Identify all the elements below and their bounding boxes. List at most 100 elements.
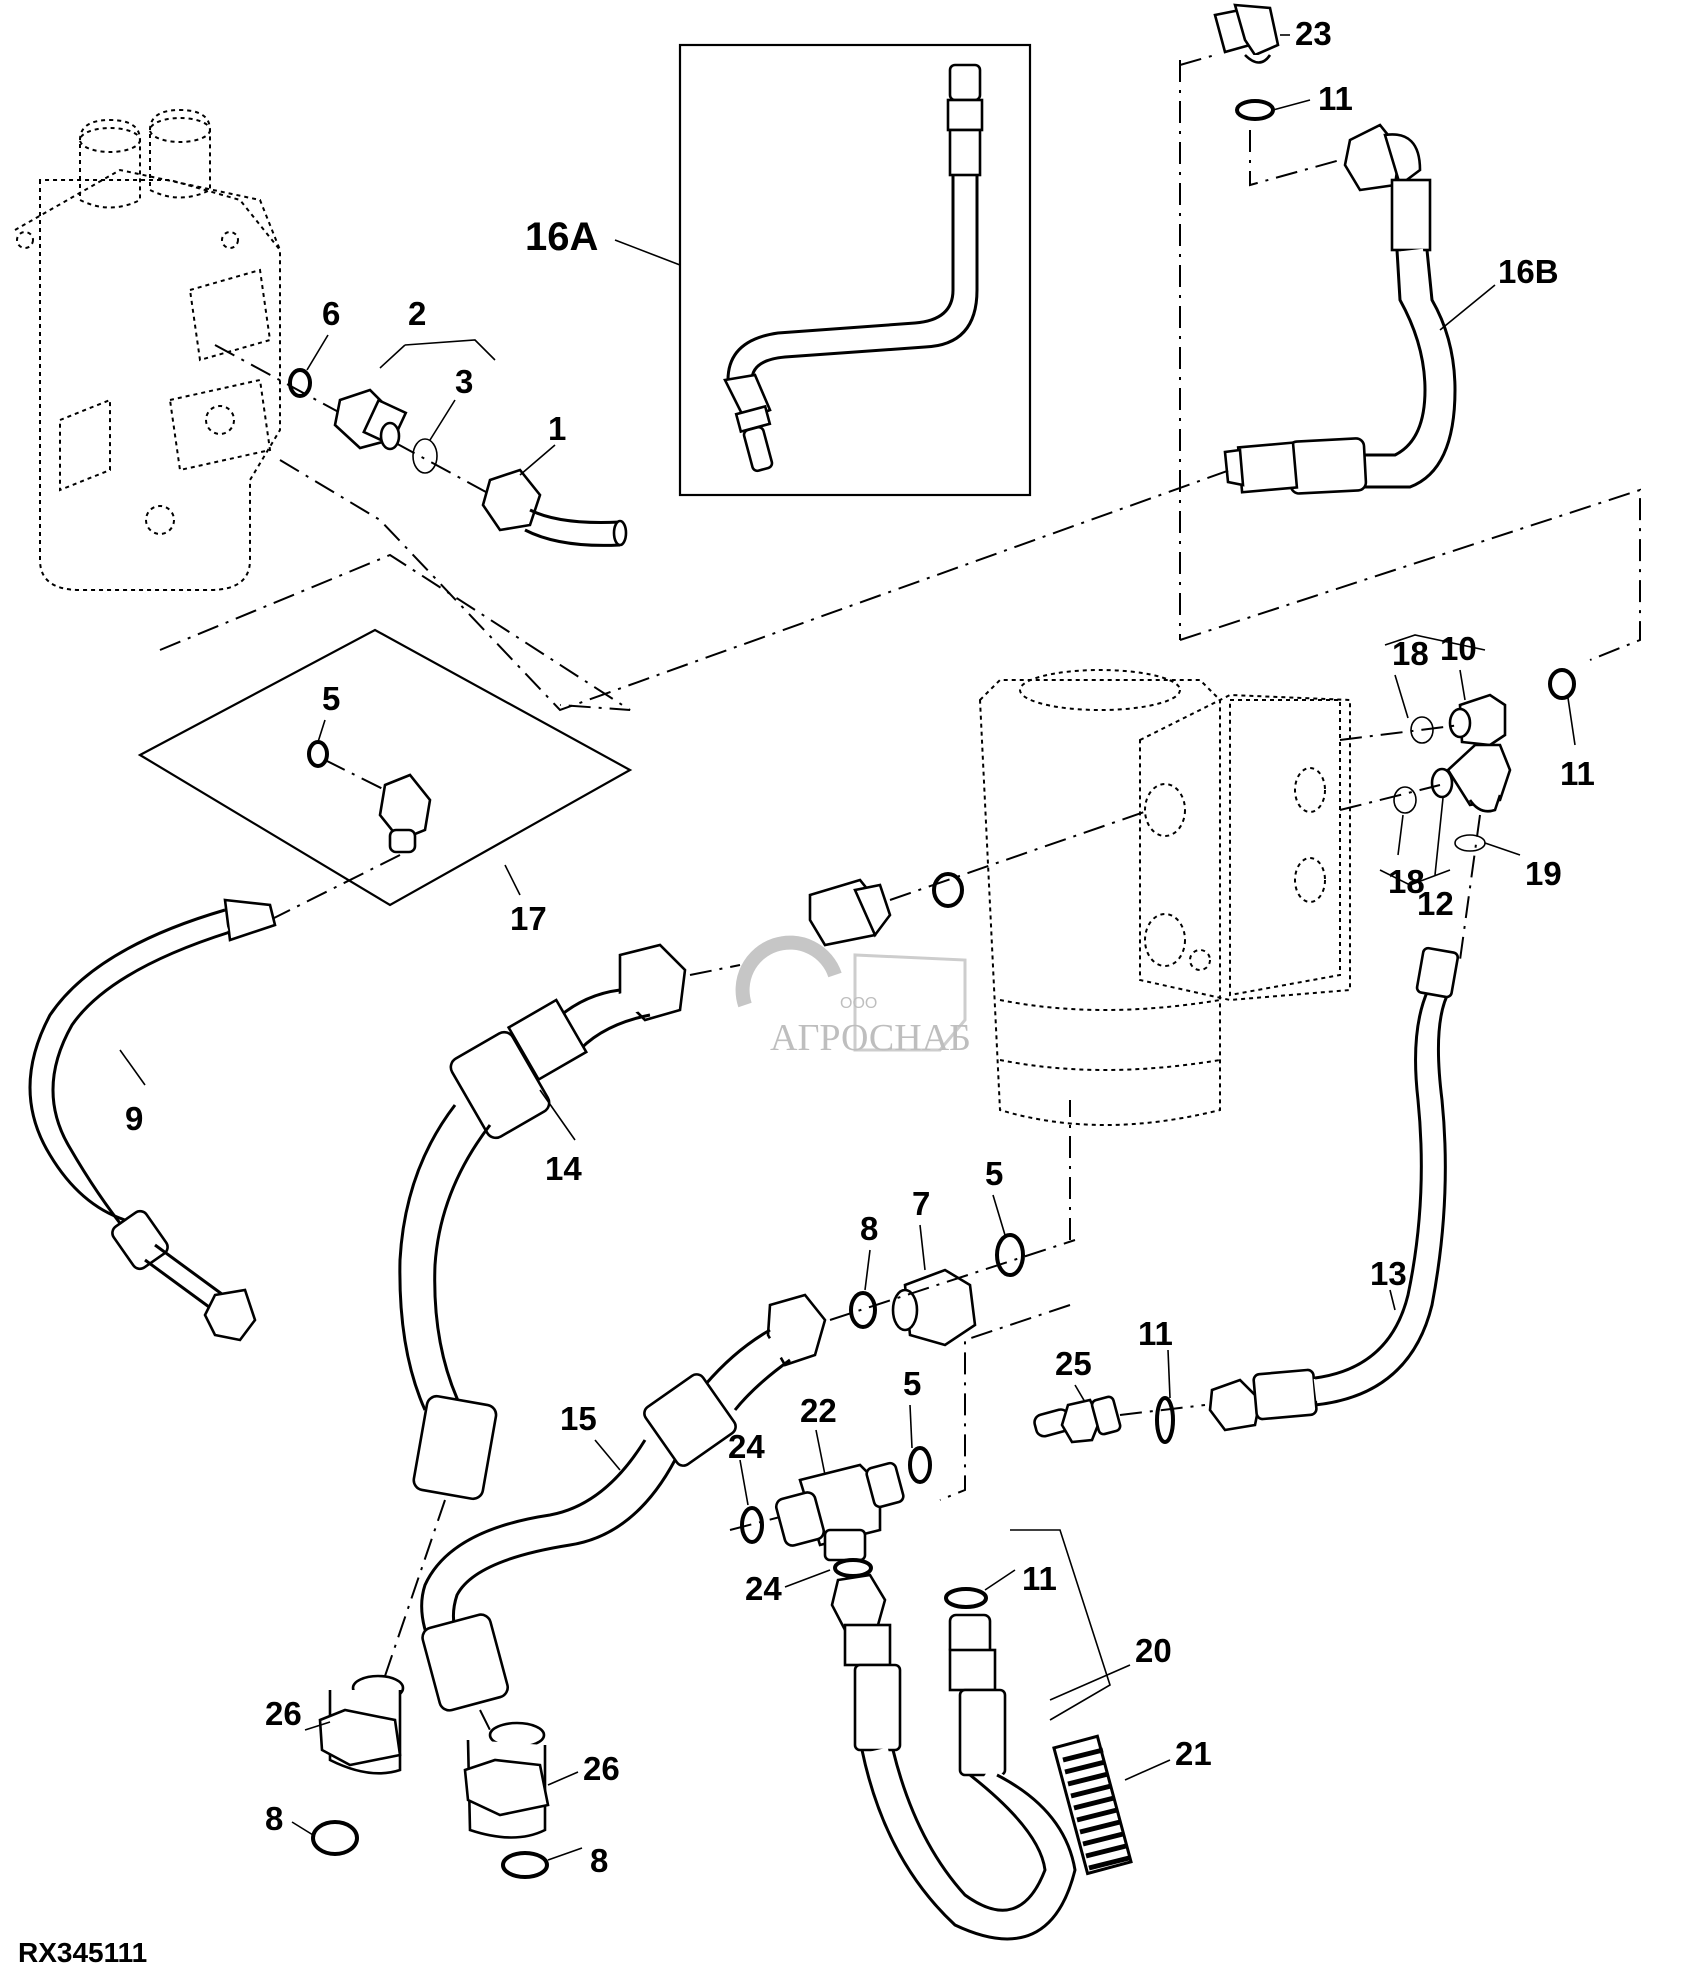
gear-icon [735, 935, 842, 1008]
callout-26-right: 26 [583, 1750, 620, 1787]
tube-elbow-1 [481, 468, 628, 547]
hose-15 [420, 1293, 827, 1712]
o-ring-18-lower [1393, 786, 1417, 814]
callout-19: 19 [1525, 855, 1562, 892]
o-ring-8-left [311, 1820, 359, 1856]
callout-8-left: 8 [265, 1800, 283, 1837]
callout-21: 21 [1175, 1735, 1212, 1772]
axis-line-long [279, 459, 1231, 712]
tee-fitting-22 [774, 1461, 905, 1562]
callout-11-bottom: 11 [1022, 1560, 1057, 1597]
callout-26-left: 26 [265, 1695, 302, 1732]
axis-line-24 [729, 1516, 781, 1531]
o-ring-18-upper [1410, 716, 1434, 744]
figure-id: RX345111 [18, 1937, 147, 1968]
callout-labels: 1 2 3 5 5 5 6 7 8 8 8 9 10 11 11 11 11 1… [125, 15, 1595, 1879]
phantom-valve-left [14, 108, 281, 591]
callout-8-right: 8 [590, 1842, 608, 1879]
axis-line-valve-left [159, 553, 631, 711]
bracket-20 [1010, 1529, 1111, 1721]
elbow-fitting-23 [1213, 3, 1280, 64]
hose-13 [1208, 946, 1460, 1432]
bracket-12 [1379, 869, 1451, 886]
axis-line-7 [829, 1239, 1076, 1321]
callout-10: 10 [1440, 630, 1477, 667]
fitting-10 [1448, 693, 1507, 747]
callout-22: 22 [800, 1392, 837, 1429]
callout-11-right: 11 [1560, 755, 1595, 792]
callout-23: 23 [1295, 15, 1332, 52]
o-ring-11-mid [1155, 1396, 1175, 1444]
combine-harvester-icon [853, 953, 967, 1052]
callout-5-mid: 5 [985, 1155, 1003, 1192]
callout-14: 14 [545, 1150, 582, 1187]
axis-line-5-box17 [324, 759, 386, 791]
callout-11-mid: 11 [1138, 1315, 1173, 1352]
callout-16b: 16B [1498, 253, 1559, 290]
elbow-fitting-12 [1430, 743, 1512, 813]
axis-line-25 [1119, 1404, 1206, 1416]
callout-17: 17 [510, 900, 547, 937]
hose-16a [723, 63, 984, 473]
callout-20: 20 [1135, 1632, 1172, 1669]
o-ring-8-right [501, 1851, 549, 1879]
callout-6: 6 [322, 295, 340, 332]
fitting-7 [891, 1268, 977, 1347]
hose-16b [1223, 123, 1457, 495]
o-ring-6 [288, 368, 312, 398]
o-ring-8-mid [849, 1291, 877, 1329]
callout-8-mid: 8 [860, 1210, 878, 1247]
callout-11-top: 11 [1318, 80, 1353, 117]
callout-7: 7 [912, 1185, 930, 1222]
axis-line-9 [269, 854, 401, 921]
fitting-2 [333, 388, 408, 451]
axis-line-22 [939, 1304, 1071, 1501]
callout-24-left: 24 [728, 1428, 765, 1465]
o-ring-5-box17 [307, 740, 329, 768]
axis-line-14 [689, 964, 741, 976]
axis-line-23 [1179, 54, 1216, 66]
axis-line-port [889, 809, 1151, 901]
spring-guard-21 [1052, 1734, 1133, 1876]
axis-line-right-box [1179, 488, 1641, 661]
o-ring-5-mid [995, 1233, 1025, 1277]
o-ring-11-right [1548, 668, 1576, 700]
axis-line-12 [1339, 784, 1441, 811]
o-ring-24-left [740, 1506, 764, 1544]
callout-25: 25 [1055, 1345, 1092, 1382]
callout-5-tee: 5 [903, 1365, 921, 1402]
watermark-prefix: ООО [840, 995, 877, 1012]
o-ring-port-left [932, 872, 964, 908]
callout-24-bottom: 24 [745, 1570, 782, 1607]
hose-9 [28, 898, 277, 1342]
leader-lines [119, 34, 1576, 1861]
o-ring-24-bottom [833, 1558, 873, 1578]
o-ring-19 [1454, 834, 1486, 852]
o-ring-5-tee [908, 1446, 932, 1484]
adapter-26-right [463, 1721, 550, 1839]
watermark-logo: ООО АГРОСНАБ [735, 935, 971, 1059]
callout-18-upper: 18 [1392, 635, 1429, 672]
inset-box-16a [678, 43, 1032, 497]
callout-3: 3 [455, 363, 473, 400]
callout-9: 9 [125, 1100, 143, 1137]
inset-box-17 [137, 628, 633, 907]
callout-18-lower: 18 [1388, 863, 1425, 900]
o-ring-3 [412, 438, 438, 474]
callout-15: 15 [560, 1400, 597, 1437]
hose-14 [398, 943, 687, 1501]
adapter-26-left [318, 1674, 405, 1775]
callout-12: 12 [1417, 885, 1454, 922]
fitting-25 [1033, 1395, 1122, 1444]
callout-1: 1 [548, 410, 566, 447]
callout-5-box17: 5 [322, 680, 340, 717]
axis-line-10 [1339, 724, 1461, 741]
axis-line-11 [1249, 130, 1341, 187]
o-ring-11-top [1235, 99, 1275, 121]
callout-13: 13 [1370, 1255, 1407, 1292]
phantom-steering-unit [978, 669, 1351, 1126]
callout-16a: 16A [525, 215, 598, 259]
fitting-port-left [808, 878, 892, 947]
hose-assembly-20 [830, 1573, 1077, 1941]
